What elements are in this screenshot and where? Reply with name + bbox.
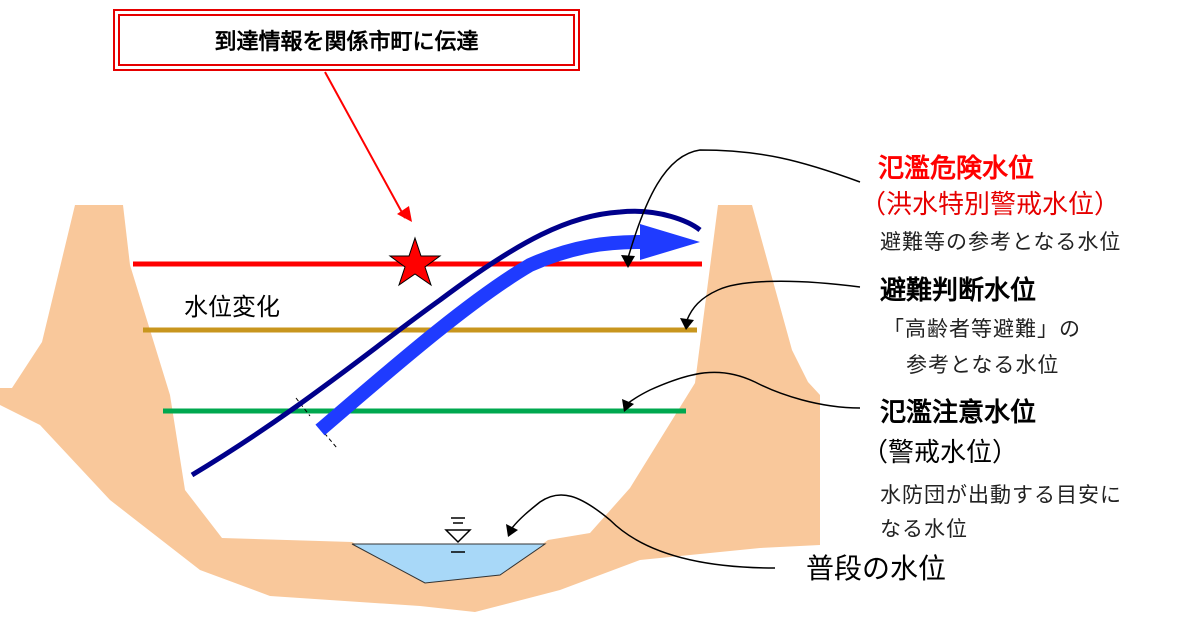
normal-water [351, 543, 547, 584]
rising-water-arrowhead [640, 224, 700, 260]
leader-caution [626, 371, 861, 409]
evacuation-level-desc-1: 「高齢者等避難」の [883, 317, 1081, 341]
leader-evacuation-head [680, 318, 694, 330]
river-bank [0, 205, 820, 612]
callout-box: 到達情報を関係市町に伝達 [113, 9, 580, 71]
leader-normal-head [506, 524, 518, 537]
tick-mark [295, 397, 311, 417]
rising-water-outer-line [190, 208, 702, 478]
evacuation-level-desc-2: 参考となる水位 [906, 353, 1060, 377]
callout-pointer-head [397, 206, 412, 222]
caution-level-desc-1: 水防団が出動する目安に [880, 483, 1122, 507]
water-change-label: 水位変化 [184, 293, 280, 321]
callout-text: 到達情報を関係市町に伝達 [118, 14, 575, 66]
leader-caution-head [622, 399, 634, 412]
leader-evacuation [686, 280, 861, 321]
evacuation-level-title: 避難判断水位 [880, 276, 1037, 306]
tick-mark [319, 427, 338, 449]
leader-danger [627, 149, 861, 259]
danger-level-subtitle: （洪水特別警戒水位） [860, 190, 1121, 220]
leader-danger-head [621, 255, 635, 268]
star-icon [388, 236, 442, 287]
danger-level-desc: 避難等の参考となる水位 [880, 230, 1122, 254]
leader-normal [511, 494, 776, 569]
rising-water-arrow-body [315, 235, 641, 436]
caution-level-subtitle: （警戒水位） [862, 438, 1019, 468]
callout-pointer [324, 71, 406, 219]
caution-level-desc-2: なる水位 [880, 517, 968, 541]
normal-level-title: 普段の水位 [806, 552, 947, 585]
danger-level-title: 氾濫危険水位 [878, 154, 1035, 184]
caution-level-title: 氾濫注意水位 [880, 398, 1037, 428]
water-level-symbol-icon [444, 517, 472, 553]
